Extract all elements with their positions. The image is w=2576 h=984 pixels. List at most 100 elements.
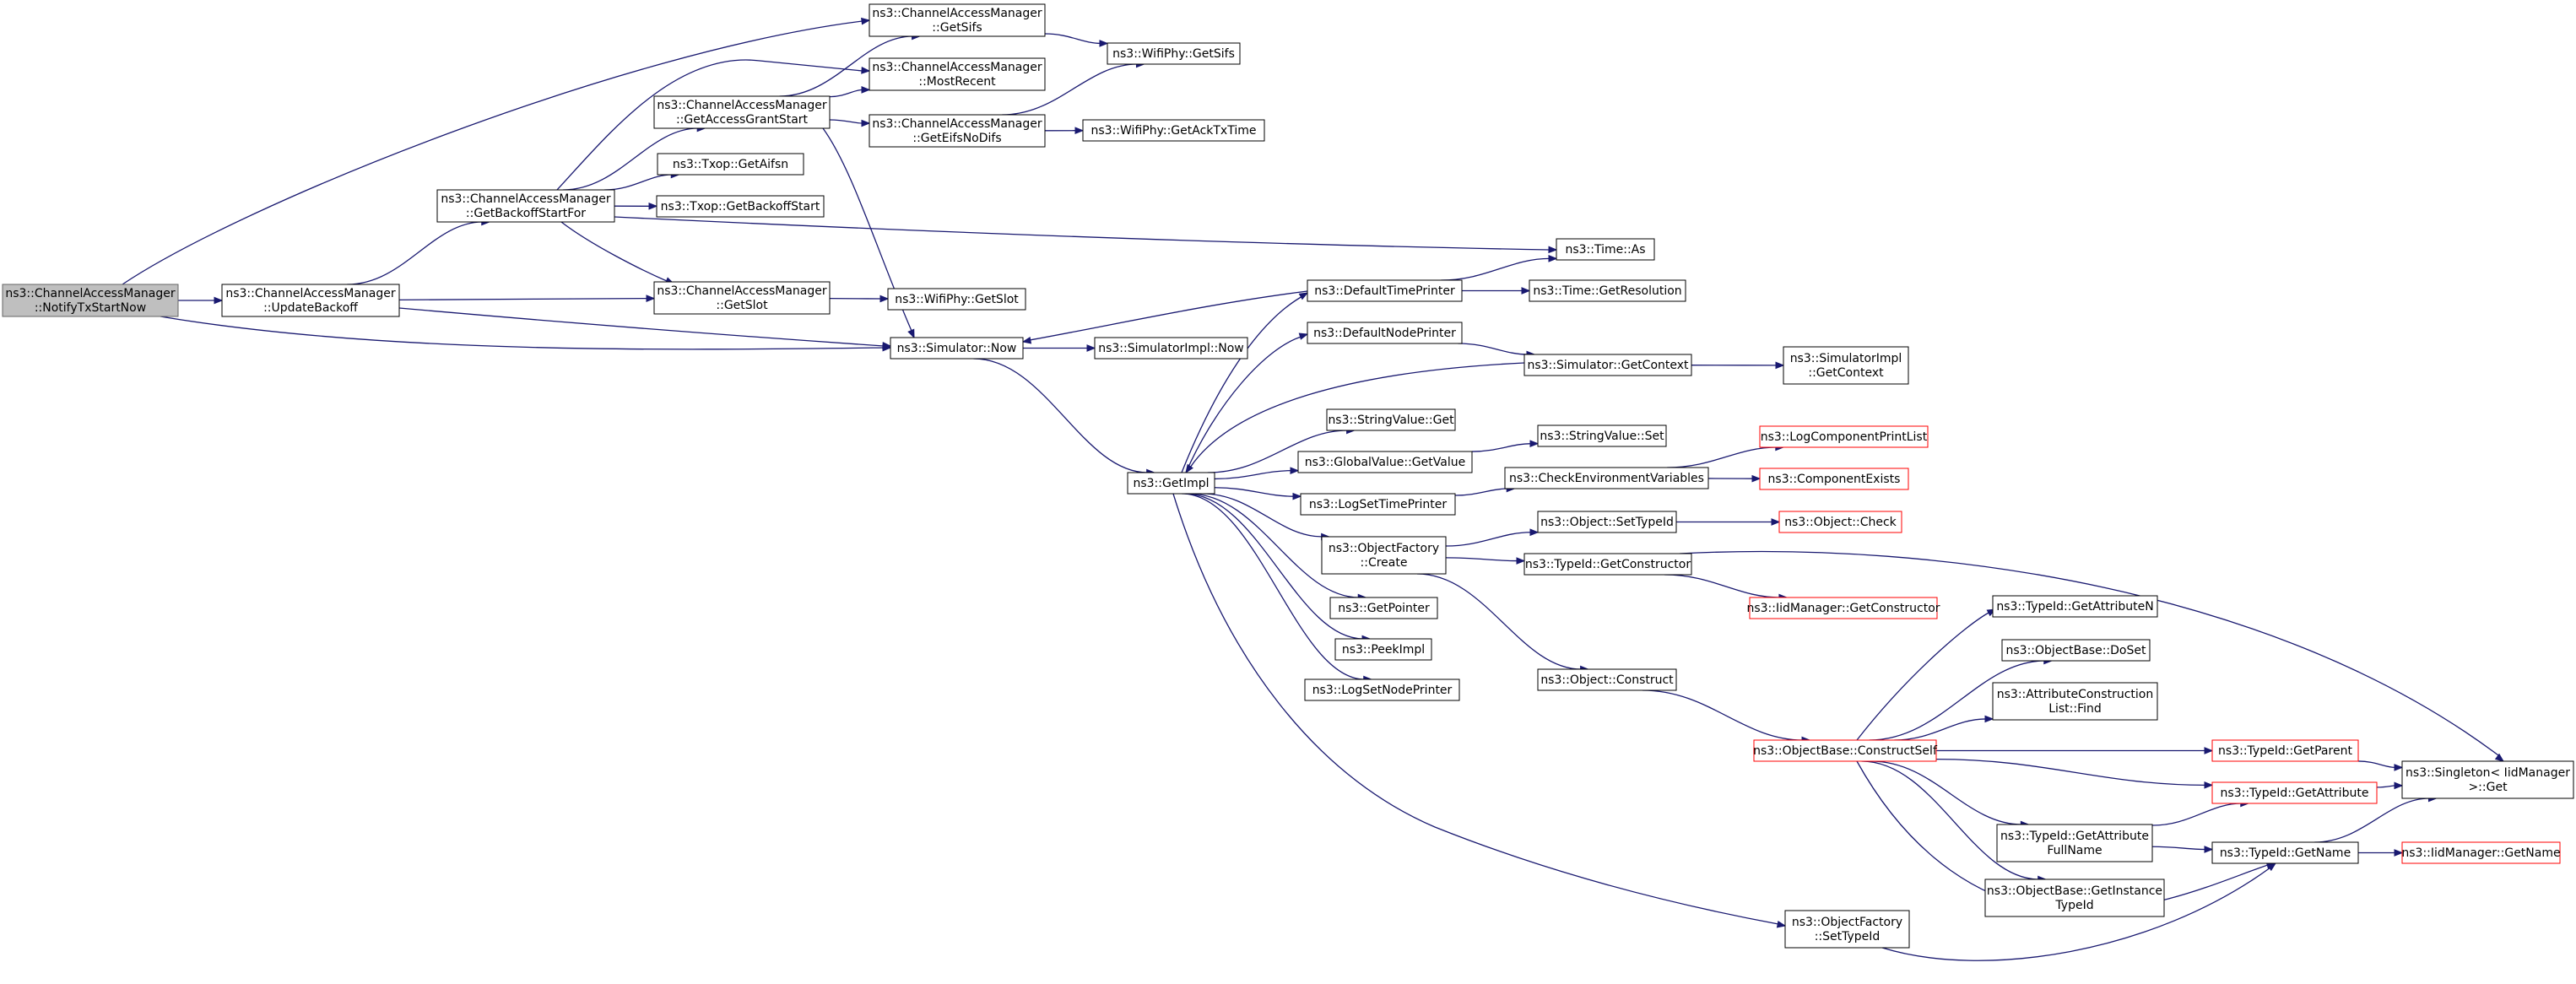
edge-notify-to-camGetSifs xyxy=(122,17,871,285)
node-constructSelf[interactable]: ns3::ObjectBase::ConstructSelf xyxy=(1753,739,1938,762)
edge-checkEnvVars-to-componentExists xyxy=(1707,474,1762,483)
edge-line xyxy=(1894,718,1987,741)
node-logSetNodePrinter[interactable]: ns3::LogSetNodePrinter xyxy=(1304,679,1460,701)
node-box xyxy=(1537,511,1677,533)
node-label: ns3::IidManager::GetName xyxy=(2401,846,2560,860)
node-objectBaseDoSet[interactable]: ns3::ObjectBase::DoSet xyxy=(2001,639,2151,662)
edge-constructSelf-to-typeIdGetAttribute xyxy=(1935,758,2214,789)
node-box xyxy=(1297,451,1473,473)
node-typeIdGetConstructor[interactable]: ns3::TypeId::GetConstructor xyxy=(1523,553,1692,576)
node-objectConstruct[interactable]: ns3::Object::Construct xyxy=(1537,668,1677,691)
node-label: ns3::Object::Construct xyxy=(1540,673,1674,687)
edge-line xyxy=(398,297,648,301)
node-camGetSifs[interactable]: ns3::ChannelAccessManager::GetSifs xyxy=(869,3,1046,37)
node-peekImpl[interactable]: ns3::PeekImpl xyxy=(1334,638,1432,661)
edge-objectFactorySetTypeId-to-typeIdGetName xyxy=(1881,862,2277,961)
edge-getAccessGrantStart-to-camGetEifsNoDifs xyxy=(829,119,871,127)
node-camMostRecent[interactable]: ns3::ChannelAccessManager::MostRecent xyxy=(869,57,1046,91)
node-objectFactoryCreate[interactable]: ns3::ObjectFactory::Create xyxy=(1321,536,1447,575)
node-logComponentPrintList[interactable]: ns3::LogComponentPrintList xyxy=(1759,425,1929,448)
node-phyGetSifs[interactable]: ns3::WifiPhy::GetSifs xyxy=(1107,42,1241,65)
node-box xyxy=(1307,322,1463,344)
node-notify[interactable]: ns3::ChannelAccessManager::NotifyTxStart… xyxy=(2,284,179,317)
node-phyGetSlot[interactable]: ns3::WifiPhy::GetSlot xyxy=(887,288,1026,311)
node-getAttributeN[interactable]: ns3::TypeId::GetAttributeN xyxy=(1992,595,2158,618)
node-defaultTimePrinter[interactable]: ns3::DefaultTimePrinter xyxy=(1307,279,1463,302)
edge-line xyxy=(1642,689,1804,741)
edge-line xyxy=(973,358,1148,473)
edge-line xyxy=(556,59,863,191)
edge-constructSelf-to-acListFind xyxy=(1894,715,1994,741)
node-simImplGetContext[interactable]: ns3::SimulatorImpl::GetContext xyxy=(1783,346,1909,385)
node-box xyxy=(1759,425,1929,448)
node-getBackoffStartFor[interactable]: ns3::ChannelAccessManager::GetBackoffSta… xyxy=(436,189,615,223)
node-checkEnvVars[interactable]: ns3::CheckEnvironmentVariables xyxy=(1504,467,1709,489)
node-typeIdGetName[interactable]: ns3::TypeId::GetName xyxy=(2211,841,2359,864)
node-getAccessGrantStart[interactable]: ns3::ChannelAccessManager::GetAccessGran… xyxy=(653,95,831,129)
node-txopGetBackoffStart[interactable]: ns3::Txop::GetBackoffStart xyxy=(656,195,825,218)
edge-arrowhead xyxy=(1185,463,1193,474)
edge-globalValueGetValue-to-stringValueSet xyxy=(1471,440,1540,452)
edge-arrowhead xyxy=(2204,747,2214,754)
edge-simGetContext-to-getImpl xyxy=(1185,362,1525,474)
node-label: ns3::Time::GetResolution xyxy=(1533,284,1681,298)
node-label: ns3::SimulatorImpl xyxy=(1790,352,1902,365)
node-componentExists[interactable]: ns3::ComponentExists xyxy=(1759,468,1909,490)
node-getPointer[interactable]: ns3::GetPointer xyxy=(1329,597,1438,619)
edge-arrowhead xyxy=(861,17,871,25)
node-box xyxy=(653,95,831,129)
node-label: ns3::Txop::GetBackoffStart xyxy=(661,200,820,214)
node-objectFactorySetTypeId[interactable]: ns3::ObjectFactory::SetTypeId xyxy=(1784,910,1910,949)
node-txopGetAifsn[interactable]: ns3::Txop::GetAifsn xyxy=(657,153,804,176)
node-logSetTimePrinter[interactable]: ns3::LogSetTimePrinter xyxy=(1300,493,1456,516)
node-stringValueGet[interactable]: ns3::StringValue::Get xyxy=(1326,408,1456,431)
node-box xyxy=(1992,595,2158,618)
node-label: ::GetEifsNoDifs xyxy=(912,132,1001,145)
node-objectSetTypeId[interactable]: ns3::Object::SetTypeId xyxy=(1537,511,1677,533)
edge-simNow-to-simImplNow xyxy=(1023,344,1096,352)
node-layer: ns3::ChannelAccessManager::NotifyTxStart… xyxy=(2,3,2574,949)
node-label: ns3::StringValue::Set xyxy=(1540,430,1664,443)
node-phyGetAckTxTime[interactable]: ns3::WifiPhy::GetAckTxTime xyxy=(1082,119,1265,142)
node-box xyxy=(869,3,1046,37)
edge-line xyxy=(1935,758,2206,786)
edge-line xyxy=(1445,532,1532,547)
node-box xyxy=(1529,279,1686,302)
node-updateBackoff[interactable]: ns3::ChannelAccessManager::UpdateBackoff xyxy=(221,284,400,317)
node-box xyxy=(1304,679,1460,701)
node-simImplNow[interactable]: ns3::SimulatorImpl::Now xyxy=(1094,337,1248,360)
node-getImpl[interactable]: ns3::GetImpl xyxy=(1127,472,1215,495)
node-label: ::GetContext xyxy=(1808,366,1884,380)
node-typeIdGetParent[interactable]: ns3::TypeId::GetParent xyxy=(2211,739,2359,762)
node-camGetEifsNoDifs[interactable]: ns3::ChannelAccessManager::GetEifsNoDifs xyxy=(869,114,1046,148)
node-box xyxy=(1778,511,1902,533)
edge-arrowhead xyxy=(646,295,656,302)
node-box xyxy=(1556,238,1655,261)
node-objectCheck[interactable]: ns3::Object::Check xyxy=(1778,511,1902,533)
node-camGetSlot[interactable]: ns3::ChannelAccessManager::GetSlot xyxy=(653,281,831,315)
node-iidGetName[interactable]: ns3::IidManager::GetName xyxy=(2401,841,2561,864)
node-stringValueSet[interactable]: ns3::StringValue::Set xyxy=(1537,424,1667,447)
edge-arrowhead xyxy=(2494,753,2505,762)
node-singletonGet[interactable]: ns3::Singleton< IidManager >::Get xyxy=(2401,760,2574,799)
edge-line xyxy=(1856,611,1991,741)
node-box xyxy=(1992,682,2158,721)
node-simNow[interactable]: ns3::Simulator::Now xyxy=(890,337,1024,360)
node-globalValueGetValue[interactable]: ns3::GlobalValue::GetValue xyxy=(1297,451,1473,473)
node-iidGetConstructor[interactable]: ns3::IidManager::GetConstructor xyxy=(1746,597,1940,619)
edge-typeIdGetAttribute-to-singletonGet xyxy=(2376,781,2404,790)
node-box xyxy=(1537,668,1677,691)
node-typeIdGetAttribute[interactable]: ns3::TypeId::GetAttribute xyxy=(2211,781,2378,804)
node-timeAs[interactable]: ns3::Time::As xyxy=(1556,238,1655,261)
node-box xyxy=(887,288,1026,311)
node-timeGetResolution[interactable]: ns3::Time::GetResolution xyxy=(1529,279,1686,302)
edge-typeIdGetConstructor-to-singletonGet xyxy=(1679,550,2505,762)
node-simGetContext[interactable]: ns3::Simulator::GetContext xyxy=(1523,354,1692,376)
node-defaultNodePrinter[interactable]: ns3::DefaultNodePrinter xyxy=(1307,322,1463,344)
node-label: ns3::ChannelAccessManager xyxy=(5,287,176,300)
edge-line xyxy=(1172,493,1779,925)
